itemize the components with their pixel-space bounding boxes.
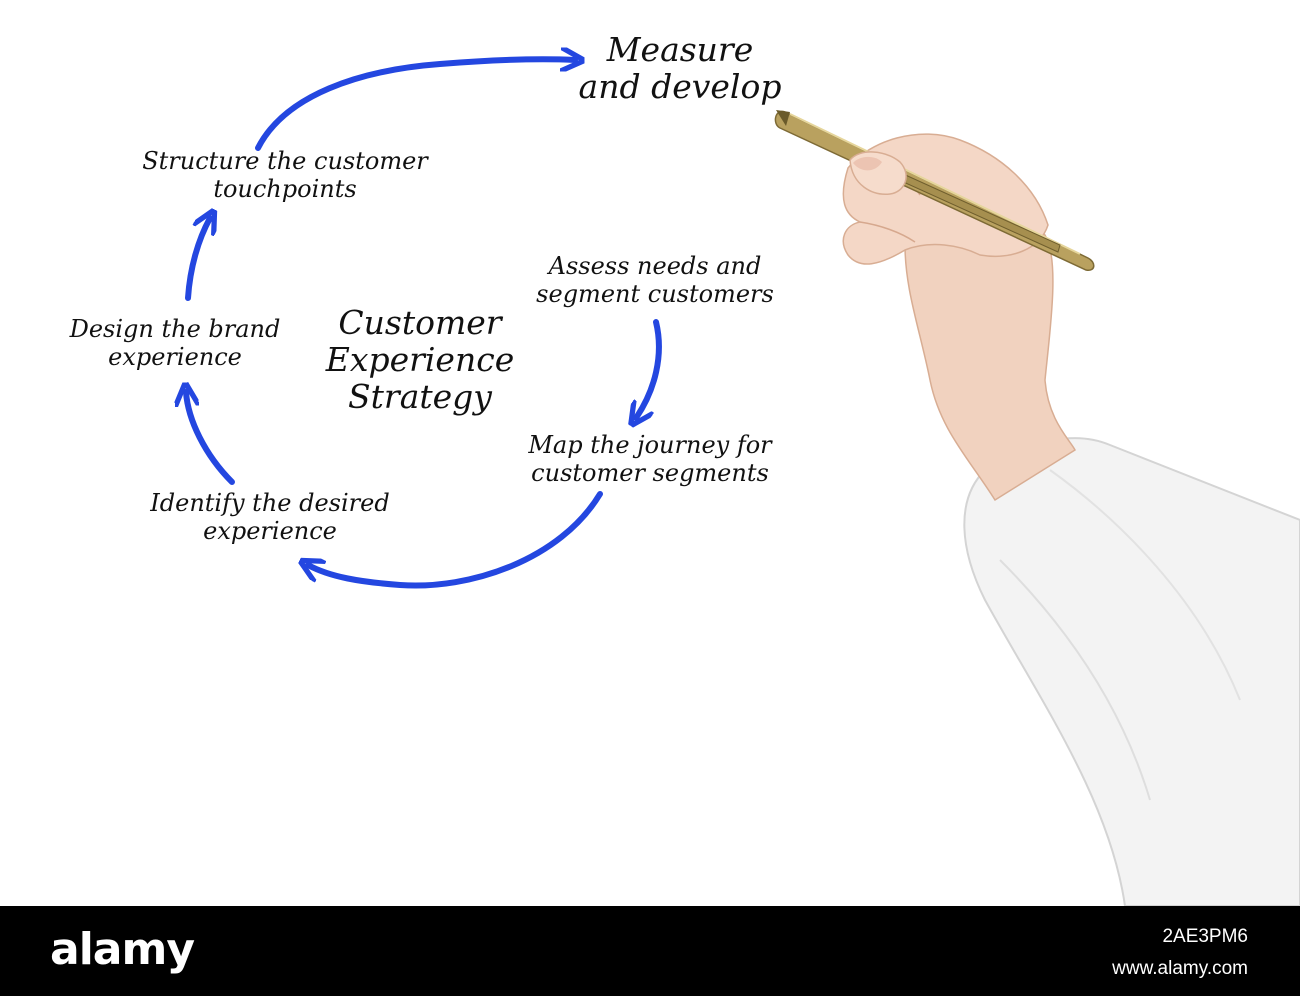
- arrow-structure-to-measure: [255, 59, 575, 151]
- step-identify-line1: Identify the desired: [150, 489, 390, 517]
- step-assess-line2: segment customers: [536, 279, 774, 308]
- center-title: Customer Experience Strategy: [300, 303, 540, 416]
- alamy-logo: alamy: [50, 924, 195, 975]
- hand-with-pen-illustration: [774, 110, 1300, 906]
- arrow-assess-to-map: [636, 319, 662, 418]
- step-design-line1: Design the brand: [69, 315, 281, 343]
- step-assess-line1: Assess needs and: [548, 252, 762, 280]
- step-map: Map the journey for customer segments: [500, 431, 800, 487]
- step-structure-line2: touchpoints: [213, 174, 357, 203]
- step-measure-line2: and develop: [578, 66, 782, 106]
- center-title-line2: Experience: [325, 339, 515, 379]
- step-map-line1: Map the journey for: [528, 431, 772, 459]
- step-identify: Identify the desired experience: [115, 489, 425, 545]
- step-assess: Assess needs and segment customers: [510, 252, 800, 308]
- arrow-map-to-identify: [308, 491, 603, 589]
- stock-footer-bar: alamy 2AE3PM6 www.alamy.com: [0, 906, 1300, 996]
- step-design-line2: experience: [108, 342, 242, 371]
- center-title-line1: Customer: [338, 303, 502, 342]
- step-measure-line1: Measure: [606, 30, 754, 69]
- step-structure-line1: Structure the customer: [142, 147, 428, 175]
- cycle-arrows: [0, 0, 1300, 906]
- step-measure: Measure and develop: [545, 30, 815, 106]
- step-identify-line2: experience: [203, 516, 337, 545]
- arrow-identify-to-design: [186, 392, 235, 485]
- step-map-line2: customer segments: [531, 458, 769, 487]
- step-structure: Structure the customer touchpoints: [110, 147, 460, 203]
- step-design: Design the brand experience: [40, 315, 310, 371]
- image-id-label: 2AE3PM6: [1162, 926, 1248, 947]
- center-title-line3: Strategy: [348, 376, 492, 416]
- arrow-design-to-structure: [185, 218, 210, 301]
- site-url-label: www.alamy.com: [1112, 958, 1248, 979]
